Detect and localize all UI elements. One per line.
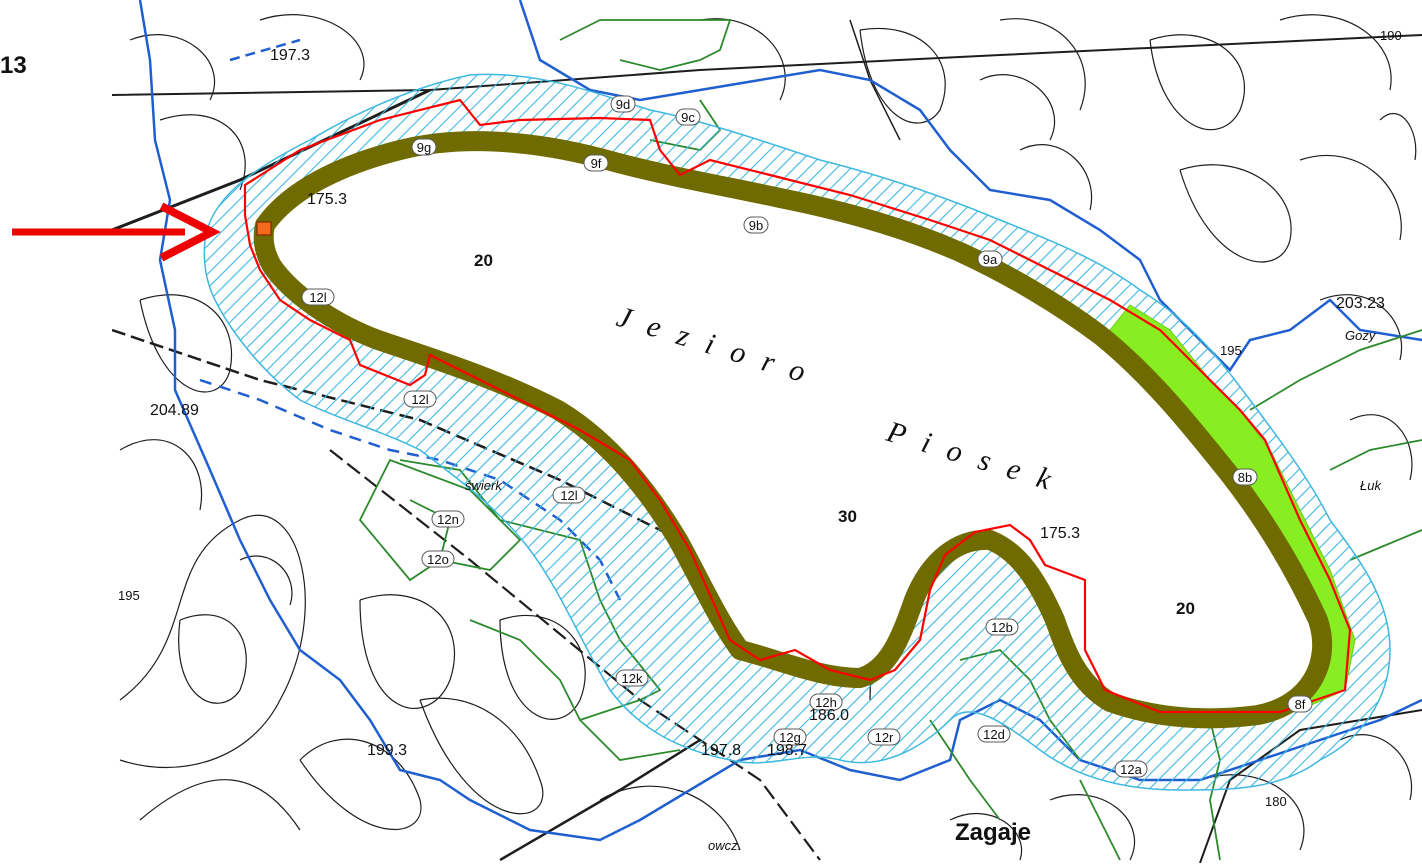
- unit-label-12k: 12k: [615, 669, 649, 687]
- unit-label-12o: 12o: [421, 550, 455, 568]
- elevation-label-s: 175.3: [1040, 525, 1080, 542]
- place-name-wierk: świerk: [465, 478, 503, 493]
- spot-height-8: 195: [118, 588, 140, 603]
- figure-number: 13: [0, 52, 27, 79]
- spot-height-4: 198.7: [767, 742, 807, 759]
- unit-label-9c: 9c: [675, 108, 701, 126]
- svg-text:9b: 9b: [749, 218, 763, 233]
- svg-text:9a: 9a: [983, 252, 998, 267]
- svg-text:12l: 12l: [309, 290, 326, 305]
- elevation-label-nw: 175.3: [307, 191, 347, 208]
- svg-text:12n: 12n: [437, 512, 459, 527]
- svg-text:12h: 12h: [815, 695, 837, 710]
- svg-text:12k: 12k: [622, 671, 643, 686]
- svg-text:9g: 9g: [417, 140, 431, 155]
- spot-height-9: 197.3: [270, 47, 310, 64]
- place-name-gozy: Gozy: [1345, 328, 1377, 343]
- svg-text:12d: 12d: [983, 727, 1005, 742]
- unit-label-12r: 12r: [867, 728, 901, 746]
- unit-label-9g: 9g: [411, 138, 437, 156]
- place-name-village: Zagaje: [955, 819, 1031, 846]
- zone-label-se: 20: [1176, 599, 1195, 618]
- unit-label-8f: 8f: [1287, 695, 1313, 713]
- zone-label-nw: 20: [474, 251, 493, 270]
- arrow-pointer: [12, 202, 221, 262]
- svg-text:8b: 8b: [1238, 470, 1252, 485]
- svg-text:12r: 12r: [875, 730, 894, 745]
- spot-height-2: 199.3: [367, 742, 407, 759]
- unit-label-12h: 12h: [809, 693, 843, 711]
- unit-label-12d: 12d: [977, 725, 1011, 743]
- unit-label-12a: 12a: [1114, 760, 1148, 778]
- spot-height-1: 204.89: [150, 402, 199, 419]
- zone-label-center: 30: [838, 507, 857, 526]
- place-name-luk: Łuk: [1360, 478, 1382, 493]
- unit-label-9f: 9f: [583, 154, 609, 172]
- spot-height-3: 197.8: [701, 742, 741, 759]
- svg-text:12o: 12o: [427, 552, 449, 567]
- unit-label-12b: 12b: [985, 618, 1019, 636]
- svg-text:12g: 12g: [779, 730, 801, 745]
- location-marker: [256, 221, 272, 236]
- svg-text:9f: 9f: [591, 156, 602, 171]
- unit-label-12l: 12l: [552, 486, 586, 504]
- unit-label-12g: 12g: [773, 728, 807, 746]
- contour-lines: [119, 14, 1417, 861]
- lake-shoreline-ring: [253, 131, 1333, 729]
- blue-dashed-boundary-north: [229, 38, 301, 62]
- svg-text:12l: 12l: [411, 392, 428, 407]
- unit-label-8b: 8b: [1232, 468, 1258, 486]
- spot-height-6: 180: [1265, 794, 1287, 809]
- svg-text:9d: 9d: [616, 97, 630, 112]
- unit-label-12l: 12l: [403, 390, 437, 408]
- svg-text:12l: 12l: [560, 488, 577, 503]
- unit-label-9a: 9a: [977, 250, 1003, 268]
- spot-height-7: 195: [1220, 343, 1242, 358]
- svg-text:12a: 12a: [1120, 762, 1142, 777]
- spot-height-10: 190: [1380, 28, 1402, 43]
- svg-text:8f: 8f: [1295, 697, 1306, 712]
- unit-label-9b: 9b: [743, 216, 769, 234]
- spot-height-0: 203.23: [1336, 295, 1385, 312]
- spot-height-5: 186.0: [809, 707, 849, 724]
- svg-text:9c: 9c: [681, 110, 695, 125]
- unit-label-12l: 12l: [301, 288, 335, 306]
- red-boundary-line: [243, 98, 1352, 714]
- unit-label-12n: 12n: [431, 510, 465, 528]
- svg-text:12b: 12b: [991, 620, 1013, 635]
- unit-label-9d: 9d: [610, 95, 636, 113]
- place-name-owcz: owcz.: [708, 838, 741, 853]
